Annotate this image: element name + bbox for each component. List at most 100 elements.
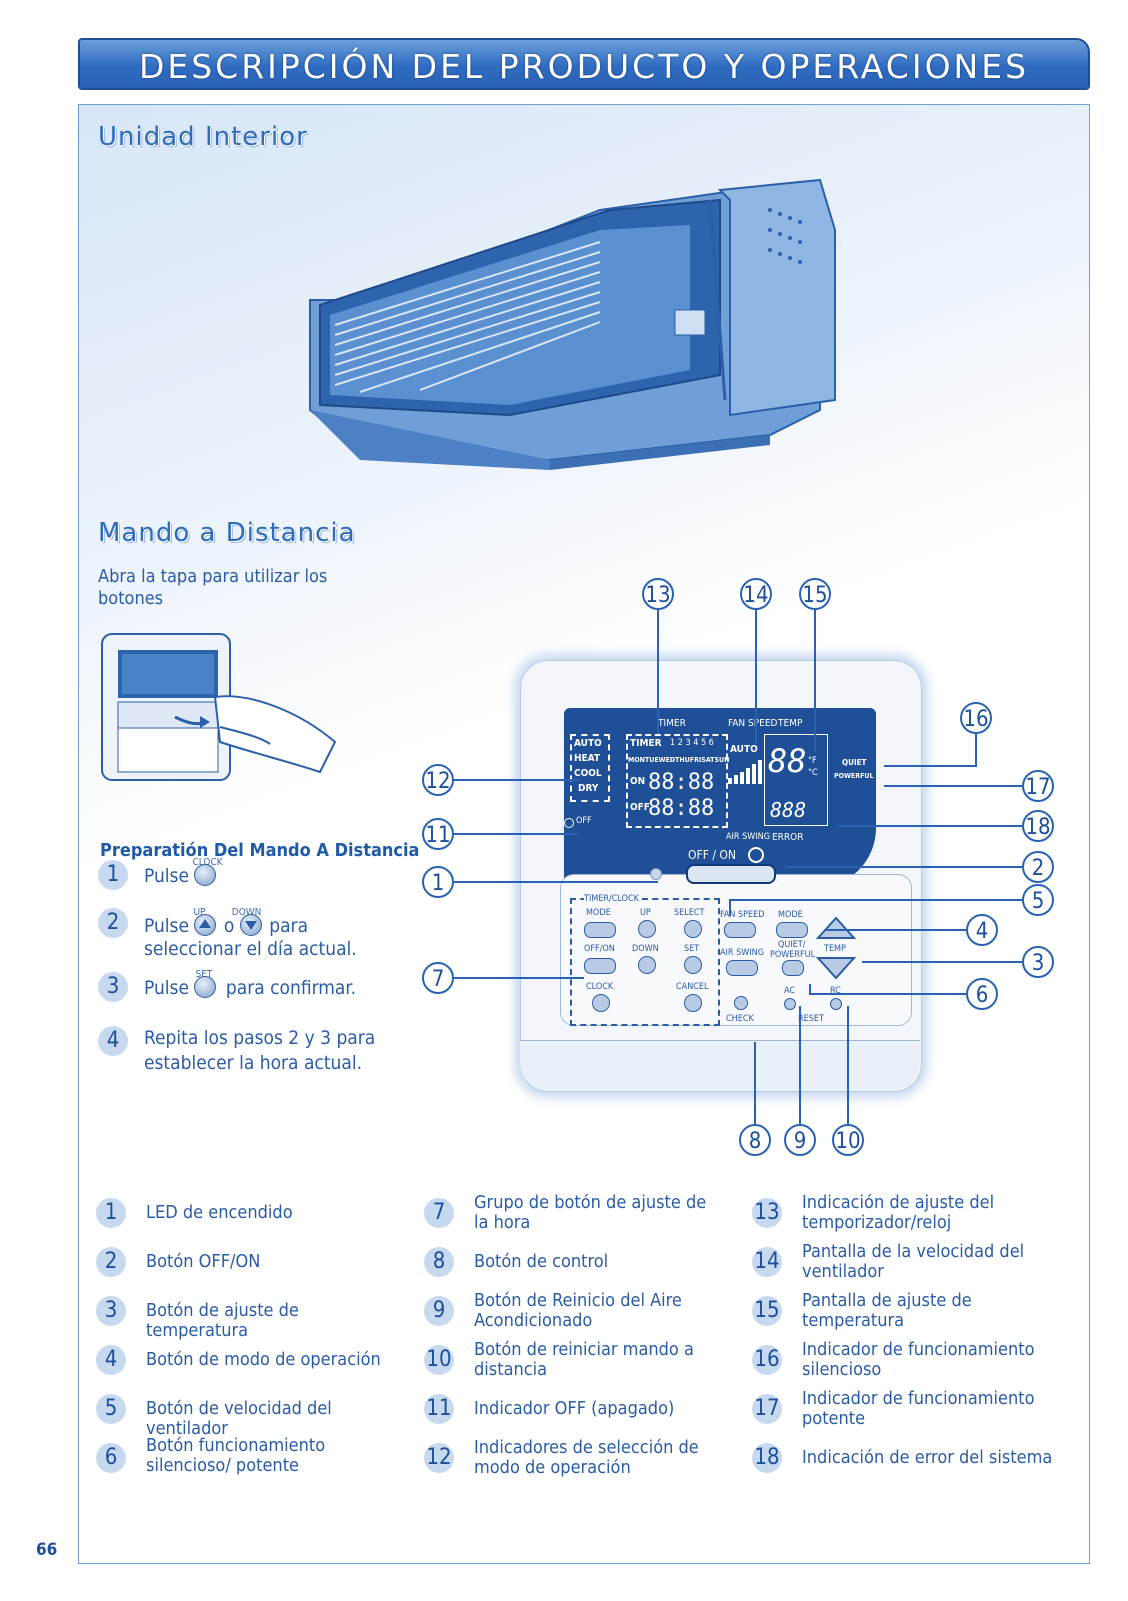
legend-number: 9	[424, 1296, 454, 1326]
mode-auto: AUTO	[574, 738, 602, 749]
callout-4: 4	[966, 914, 998, 946]
temp-up-down-buttons[interactable]	[816, 916, 856, 980]
legend-number: 15	[752, 1296, 782, 1326]
select-button[interactable]	[684, 920, 702, 938]
display-on-time: 88:88	[648, 770, 715, 795]
callout-3: 3	[1022, 946, 1054, 978]
callout-11: 11	[422, 818, 454, 850]
callout-2: 2	[1022, 851, 1054, 883]
legend-text: Indicación de error del sistema	[802, 1447, 1053, 1468]
legend-number: 16	[752, 1345, 782, 1375]
legend-text: Botón de control	[474, 1251, 609, 1272]
legend-number: 17	[752, 1394, 782, 1424]
callout-15: 15	[799, 578, 831, 610]
step-4-line2: establecer la hora actual.	[144, 1052, 363, 1074]
callout-7: 7	[422, 962, 454, 994]
legend-text: Indicador OFF (apagado)	[474, 1398, 675, 1419]
step-number: 2	[98, 908, 128, 938]
fan-speed-label: FAN SPEED	[720, 910, 765, 920]
temp-label: TEMP	[824, 944, 846, 954]
set-button-label: SET	[195, 969, 213, 980]
rc-reset-button[interactable]	[830, 998, 842, 1010]
step-1-pre: Pulse	[144, 865, 189, 887]
timer-clock-display-group	[626, 734, 728, 828]
clock-button[interactable]	[592, 994, 610, 1012]
legend-text: Botón de velocidad del ventilador	[146, 1398, 332, 1439]
legend-number: 10	[424, 1345, 454, 1375]
mode-label: MODE	[586, 908, 611, 918]
display-timer-label: TIMER	[658, 718, 686, 729]
power-icon	[748, 847, 764, 863]
legend-text: Grupo de botón de ajuste de la hora	[474, 1192, 707, 1233]
legend-number: 2	[96, 1247, 126, 1277]
off-on-label: OFF / ON	[688, 848, 736, 862]
hand-opening-cover-illustration	[101, 633, 337, 781]
up-button-icon: UP	[193, 907, 218, 939]
display-timer: TIMER	[630, 738, 662, 749]
timer-clock-group-label: TIMER/CLOCK	[584, 894, 639, 904]
air-swing-button[interactable]	[726, 960, 758, 976]
mode-indicator-group	[570, 734, 610, 802]
cancel-button[interactable]	[684, 994, 702, 1012]
step-1-text: Pulse CLOCK	[144, 857, 223, 889]
display-days: MONTUEWEDTHUFRISATSUN	[628, 756, 730, 764]
down-button[interactable]	[638, 956, 656, 974]
timer-mode-button[interactable]	[584, 922, 616, 938]
display-day-numbers: 1 2 3 4 5 6	[670, 738, 714, 748]
display-off-time: 88:88	[648, 796, 715, 821]
legend-text: Indicador de funcionamiento potente	[802, 1388, 1035, 1429]
display-on: ON	[630, 776, 646, 787]
step-4-text: Repita los pasos 2 y 3 para	[144, 1027, 376, 1049]
reset-label: RESET	[798, 1014, 824, 1024]
up-button-label: UP	[193, 907, 206, 918]
legend-number: 7	[424, 1198, 454, 1228]
legend-number: 13	[752, 1198, 782, 1228]
up-label: UP	[640, 908, 651, 918]
select-label: SELECT	[674, 908, 705, 918]
check-button[interactable]	[734, 996, 748, 1010]
legend-text: Indicadores de selección de modo de oper…	[474, 1437, 699, 1478]
display-off-led: OFF	[576, 816, 592, 826]
power-led	[650, 868, 662, 880]
callout-9: 9	[784, 1124, 816, 1156]
legend-number: 14	[752, 1247, 782, 1277]
step-2-post: para	[269, 915, 309, 937]
up-button[interactable]	[638, 920, 656, 938]
step-2-text: Pulse UP o DOWN para	[144, 907, 309, 939]
timer-clock-button-group	[570, 898, 720, 1026]
fan-speed-button[interactable]	[724, 922, 756, 938]
ac-reset-button[interactable]	[784, 998, 796, 1010]
set-button[interactable]	[684, 956, 702, 974]
callout-10: 10	[832, 1124, 864, 1156]
quiet-label: QUIET/	[778, 940, 806, 950]
display-deg-f: °F	[808, 756, 817, 766]
ac-label: AC	[784, 986, 796, 996]
step-2-mid: o	[223, 915, 235, 937]
callout-18: 18	[1022, 810, 1054, 842]
timer-off-on-button[interactable]	[584, 958, 616, 974]
legend-text: Botón de modo de operación	[146, 1349, 381, 1370]
step-number: 1	[98, 860, 128, 890]
quiet-powerful-button[interactable]	[782, 960, 804, 976]
powerful-label: POWERFUL	[770, 950, 816, 960]
legend-number: 1	[96, 1198, 126, 1228]
step-3-pre: Pulse	[144, 977, 189, 999]
legend-number: 18	[752, 1443, 782, 1473]
operation-mode-button[interactable]	[776, 922, 808, 938]
callout-12: 12	[422, 764, 454, 796]
page-title: DESCRIPCIÓN DEL PRODUCTO Y OPERACIONES	[138, 47, 1030, 86]
legend-text: Indicador de funcionamiento silencioso	[802, 1339, 1035, 1380]
off-on-button[interactable]	[686, 864, 776, 884]
indoor-unit-illustration	[309, 178, 836, 470]
set-button-icon: SET	[194, 969, 220, 1001]
legend-number: 5	[96, 1394, 126, 1424]
callout-17: 17	[1022, 770, 1054, 802]
off-led-dot	[564, 818, 574, 828]
legend-text: Pantalla de la velocidad del ventilador	[802, 1241, 1025, 1282]
step-3-post: para confirmar.	[225, 977, 357, 999]
step-2-pre: Pulse	[144, 915, 189, 937]
step-3-text: Pulse SET para confirmar.	[144, 969, 357, 1001]
legend-text: Botón de ajuste de temperatura	[146, 1300, 299, 1341]
timer-off-on-label: OFF/ON	[584, 944, 615, 954]
step-number: 3	[98, 972, 128, 1002]
